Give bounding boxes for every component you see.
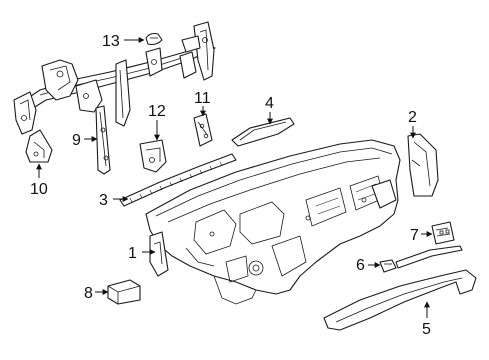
part-13-clip <box>145 32 163 46</box>
callout-4: 4 <box>265 95 274 125</box>
part-11-bracket <box>193 113 213 147</box>
cross-car-beam <box>13 21 216 135</box>
callout-3: 3 <box>99 192 129 209</box>
svg-text:2: 2 <box>408 109 417 126</box>
svg-text:3: 3 <box>99 192 108 209</box>
svg-text:5: 5 <box>422 321 431 338</box>
part-9-brace <box>95 105 111 175</box>
part-12-bracket <box>139 139 167 173</box>
svg-text:4: 4 <box>265 95 274 112</box>
part-1-instrument-panel <box>145 139 401 305</box>
part-5-lower-trim <box>323 269 477 331</box>
callout-7: 7 <box>410 227 433 244</box>
svg-text:8: 8 <box>84 285 93 302</box>
part-7-switch-block <box>431 221 455 245</box>
svg-text:6: 6 <box>356 257 365 274</box>
callout-9: 9 <box>72 132 98 149</box>
part-8-block <box>107 279 141 305</box>
part-10-bracket <box>25 129 53 163</box>
part-2-side-panel <box>407 133 439 197</box>
part-4-top-cover <box>231 117 295 147</box>
svg-text:9: 9 <box>72 132 81 149</box>
callout-12: 12 <box>148 103 166 141</box>
svg-text:13: 13 <box>102 33 120 50</box>
callout-6: 6 <box>356 257 381 274</box>
svg-text:10: 10 <box>30 181 48 198</box>
svg-text:7: 7 <box>410 227 419 244</box>
callout-13: 13 <box>102 33 145 50</box>
part-3-defroster-strip <box>119 153 237 207</box>
callout-11: 11 <box>194 90 211 117</box>
callout-10: 10 <box>30 163 48 198</box>
svg-text:12: 12 <box>148 103 166 120</box>
part-6-clip <box>379 245 463 273</box>
callout-5: 5 <box>422 301 431 338</box>
svg-text:11: 11 <box>194 90 211 107</box>
callout-8: 8 <box>84 285 109 302</box>
callout-2: 2 <box>408 109 417 139</box>
callout-1: 1 <box>128 245 156 262</box>
svg-text:1: 1 <box>128 245 137 262</box>
